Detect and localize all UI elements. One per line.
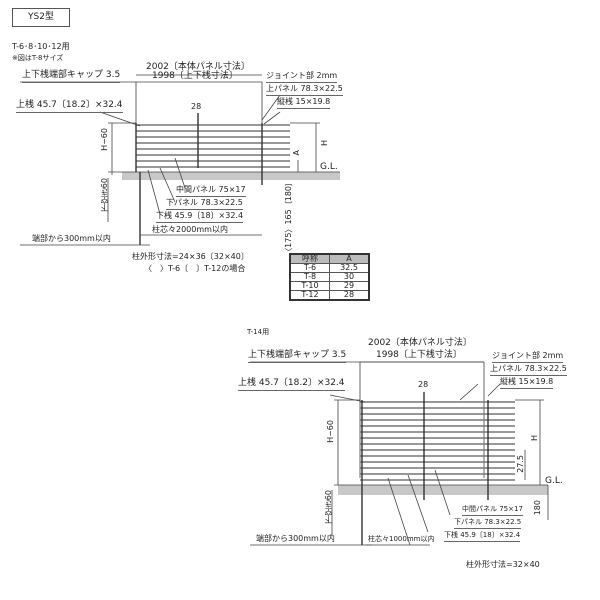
spec-cell: 29 [329,281,370,291]
top-middle-panel: 中間パネル 75×17 [176,185,246,197]
spec-table: 呼称 A T-6 32.5 T-8 30 T-10 29 T-12 28 [289,253,370,301]
bottom-post-pitch: 柱芯々1000mm以内 [368,535,435,543]
top-vertical-bar: 縦桟 15×19.8 [277,97,331,109]
top-post-pitch: 柱芯々2000mm以内 [152,225,228,234]
bottom-edge-distance: 端部から300mm以内 [256,534,335,543]
top-clearance: 下空き60 [100,178,109,213]
bottom-embed-depth: 180 [533,500,542,516]
bottom-dim-28: 28 [418,380,429,389]
bottom-dim-27-5: 27.5 [516,455,525,473]
top-edge-distance: 端部から300mm以内 [32,234,111,243]
top-gl-label: G.L. [320,162,338,172]
top-upper-rail: 上桟 45.7〔18.2〕×32.4 [16,100,123,113]
top-joint-label: ジョイント部 2mm [266,71,338,83]
model-label: YS2型 [12,8,70,27]
top-note: ※図はT-8サイズ [12,54,64,62]
top-lower-rail: 下桟 45.9〔18〕×32.4 [156,211,244,223]
table-row: T-10 29 [289,281,370,291]
table-row: T-6 32.5 [289,263,370,273]
top-rail-size: 1998〔上下桟寸法〕 [152,71,238,81]
bottom-panel-size: 2002〔本体パネル寸法〕 [368,338,472,348]
top-applies-to: T-6･8･10･12用 [12,42,70,51]
top-panel-size: 2002〔本体パネル寸法〕 [146,62,250,72]
bottom-h-label: H [530,435,539,442]
bottom-lower-panel: 下パネル 78.3×22.5 [454,518,522,529]
table-row: T-12 28 [289,290,370,301]
top-cap-label: 上下桟端部キャップ 3.5 [22,70,121,83]
bottom-clearance: 下空き60 [324,490,333,525]
top-h-minus-60: H−60 [100,128,109,151]
spec-cell: T-12 [289,290,330,301]
top-embed-depth: 〈175〉165〔180〕 [284,178,293,256]
bottom-rail-size: 1998〔上下桟寸法〕 [376,350,462,360]
bottom-lower-rail: 下桟 45.9〔18〕×32.4 [444,531,521,542]
spec-cell: 28 [329,290,370,301]
bottom-vertical-bar: 縦桟 15×19.8 [500,377,554,389]
bottom-middle-panel: 中間パネル 75×17 [462,505,523,516]
bottom-upper-panel: 上パネル 78.3×22.5 [490,364,567,376]
top-h-label: H [320,140,329,147]
top-a-label: A [292,150,301,156]
bottom-h-minus-60: H−60 [326,420,335,443]
bottom-upper-rail: 上桟 45.7〔18.2〕×32.4 [238,378,345,391]
top-lower-panel: 下パネル 78.3×22.5 [166,198,243,210]
top-post-note: 〈 〉T-6〔 〕T-12の場合 [144,264,246,273]
bottom-gl-label: G.L. [545,476,563,486]
bottom-cap-label: 上下桟端部キャップ 3.5 [248,350,347,363]
bottom-applies-to: T-14用 [247,328,270,336]
bottom-post-size: 柱外形寸法=32×40 [466,560,540,569]
bottom-joint-label: ジョイント部 2mm [492,351,564,363]
top-upper-panel: 上パネル 78.3×22.5 [266,84,343,96]
top-post-size: 柱外形寸法=24×36〔32×40〕 [132,252,249,261]
top-dim-28: 28 [191,102,202,111]
